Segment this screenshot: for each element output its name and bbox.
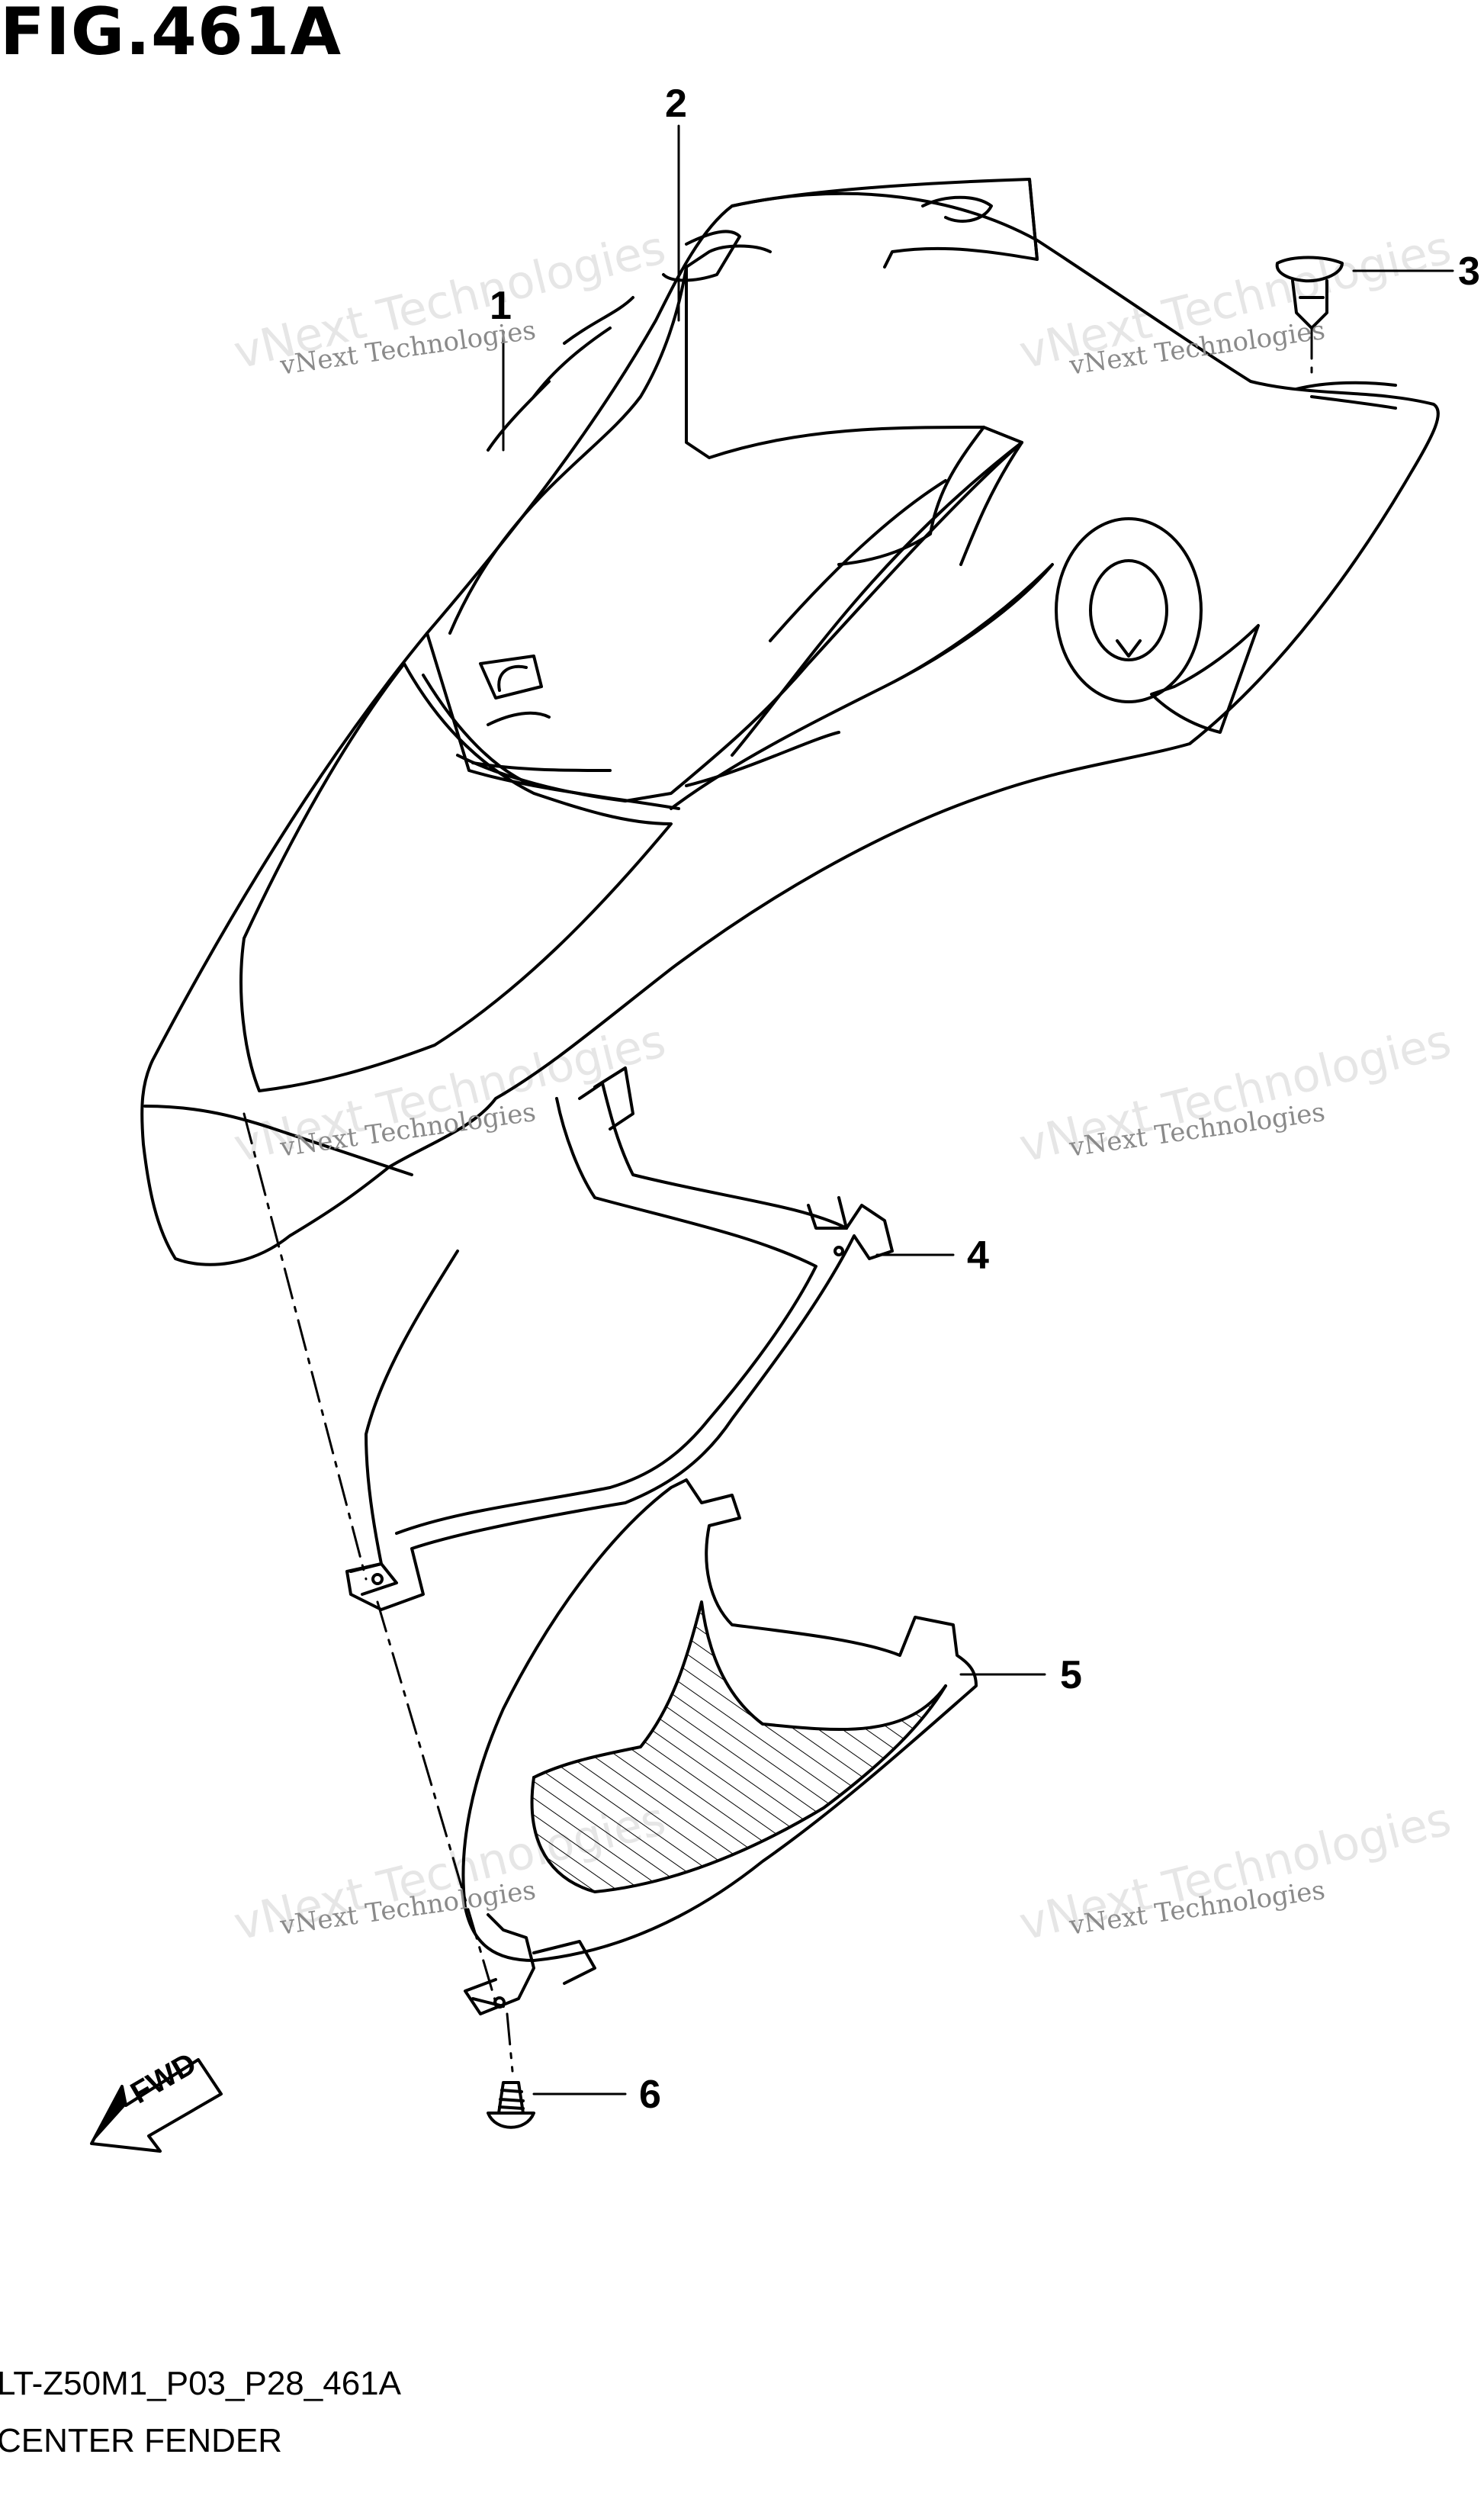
mounting-bracket	[345, 1066, 894, 1611]
front-fender-cover	[140, 178, 1440, 1266]
lower-inner-panel	[461, 1478, 978, 2015]
leader-lines	[502, 124, 1454, 2096]
callout-4: 4	[967, 1234, 989, 1278]
callout-6: 6	[639, 2073, 661, 2117]
figure-title: FIG.461A	[0, 0, 342, 70]
alignment-lines	[243, 326, 1313, 2073]
callout-1: 1	[490, 284, 512, 328]
brand-emblem-icon	[479, 655, 551, 726]
model-code: LT-Z50M1_P03_P28_461A	[0, 2365, 401, 2402]
fwd-arrow-icon	[90, 2058, 223, 2153]
screw	[487, 2081, 535, 2129]
callout-5: 5	[1060, 1653, 1082, 1697]
section-name: CENTER FENDER	[0, 2422, 283, 2459]
callout-3: 3	[1458, 249, 1480, 294]
callout-2: 2	[665, 82, 687, 126]
